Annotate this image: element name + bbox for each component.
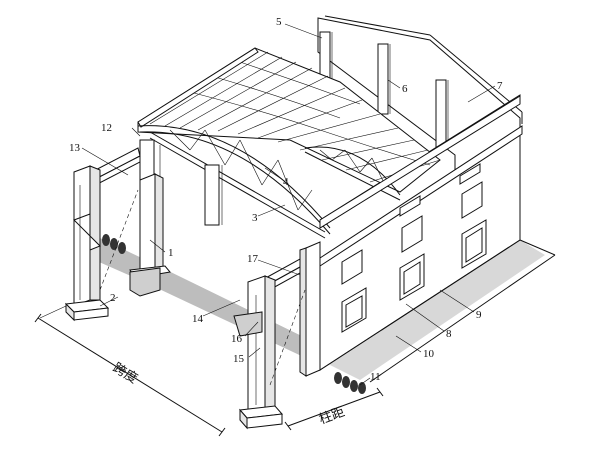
column-right-front: [238, 275, 284, 430]
callout-5: 5: [276, 16, 282, 28]
callout-3: 3: [252, 212, 258, 224]
wind-column-6: [377, 43, 389, 115]
dimension-lines: [34, 305, 384, 437]
callout-9: 9: [476, 309, 482, 321]
callout-7: 7: [497, 80, 503, 92]
callout-17: 17: [247, 253, 259, 265]
bracing: [99, 189, 306, 386]
column-side-wall: [299, 241, 321, 377]
callout-1: 1: [168, 247, 174, 259]
callout-13: 13: [69, 142, 81, 154]
leader-lines: [81, 23, 496, 386]
upper-windows: [341, 163, 483, 285]
callout-6: 6: [402, 83, 408, 95]
callout-8: 8: [446, 328, 452, 340]
callout-12: 12: [101, 122, 112, 134]
callout-16: 16: [231, 333, 243, 345]
callout-11: 11: [370, 371, 381, 383]
column-left-front: [64, 165, 110, 322]
callout-10: 10: [423, 348, 435, 360]
span-label: 跨度: [110, 360, 140, 386]
callout-15: 15: [233, 353, 245, 365]
footings: [102, 234, 366, 394]
callout-labels: 1 2 3 4 5 6 7 8 9 10 11 12 13 14 15 16 1…: [69, 16, 503, 383]
callout-4: 4: [283, 176, 289, 188]
callout-14: 14: [192, 313, 204, 325]
callout-2: 2: [110, 292, 116, 304]
roof-truss-front: [137, 125, 331, 239]
bay-spacing-label: 柱距: [317, 404, 347, 427]
roof: [137, 47, 441, 193]
wind-column-6b: [435, 79, 447, 151]
lower-windows: [341, 219, 487, 333]
